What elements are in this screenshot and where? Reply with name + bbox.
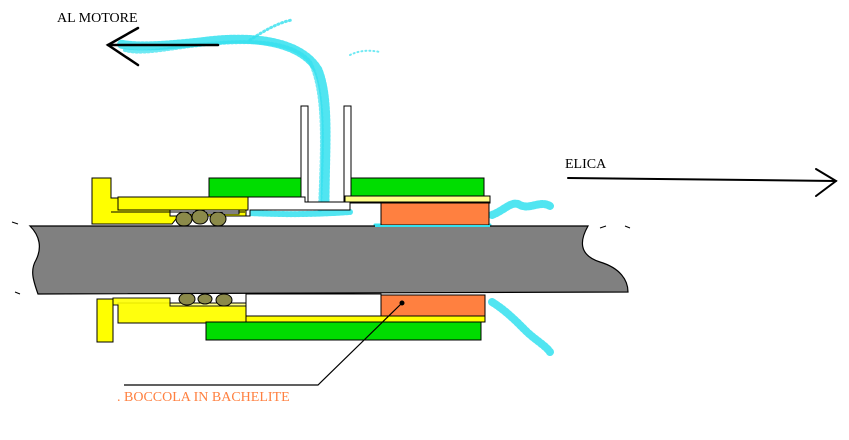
arrow-right-icon — [567, 168, 838, 197]
water-flow-top-gap — [247, 209, 353, 218]
label-boccola-in-bachelite: . BOCCOLA IN BACHELITE — [117, 390, 290, 405]
arrow-left-icon — [105, 26, 220, 67]
o-rings-top — [175, 209, 227, 227]
housing-top-right — [349, 177, 485, 198]
water-spray-right — [349, 49, 381, 56]
gland-fitting-top — [91, 177, 249, 225]
o-rings-bottom — [178, 292, 233, 307]
housing-top-left — [208, 177, 305, 198]
water-flow-to-motor-2 — [123, 40, 324, 212]
label-al-motore: AL MOTORE — [57, 11, 138, 26]
liner-bottom-strip — [245, 315, 486, 323]
water-outlet-top — [488, 199, 554, 219]
liner-top-strip — [344, 195, 491, 203]
propeller-shaft — [28, 225, 629, 295]
gland-fitting-bottom — [96, 297, 381, 343]
bushing-leader-line — [124, 303, 402, 386]
bushing-bottom — [380, 294, 486, 318]
water-spray-top — [248, 18, 294, 42]
label-elica: ELICA — [565, 157, 607, 172]
leader-dot — [399, 300, 405, 306]
water-outlet-bottom — [488, 298, 554, 356]
shaft-break-marks — [11, 221, 631, 295]
bushing-top — [380, 202, 490, 226]
liner-bottom — [245, 293, 382, 317]
housing-bottom — [205, 321, 482, 341]
